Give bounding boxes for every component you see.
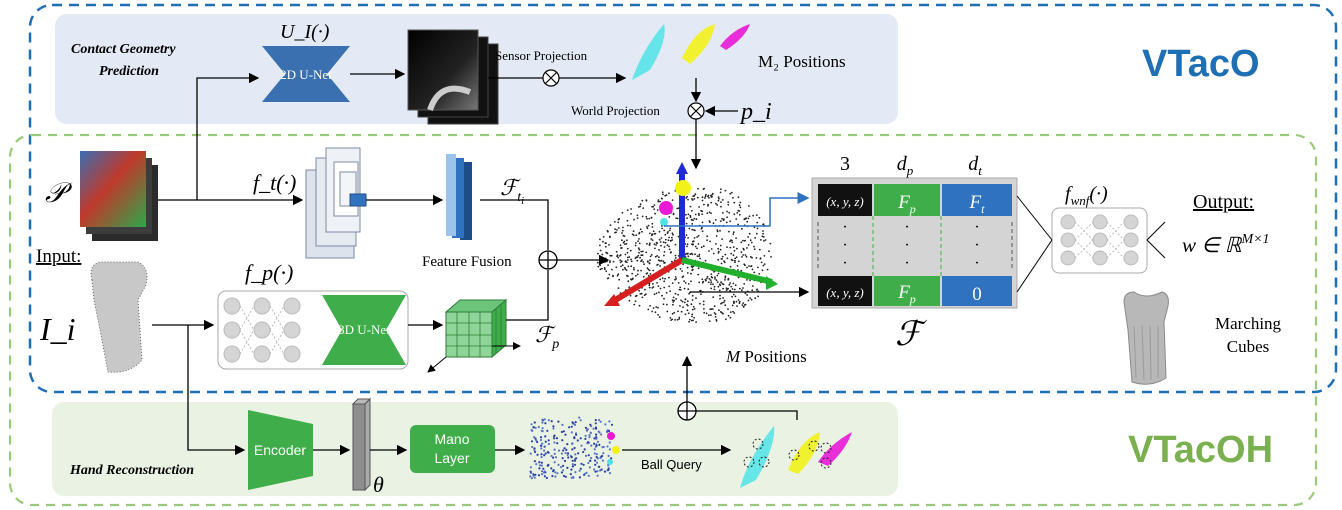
vtacoh-border <box>8 133 1318 507</box>
hand-encoder-block: Encoder <box>248 410 313 490</box>
row2-dot-a2: · <box>842 237 847 254</box>
hand-fusion-op <box>677 401 697 421</box>
unet2d-label: 2D U-Net <box>280 67 332 82</box>
mano-layer-block: Mano Layer <box>410 425 495 473</box>
col-header-dt: dt <box>968 153 982 178</box>
fp-fn-label: f_p(·) <box>245 260 293 285</box>
ft-feature-block <box>446 154 472 240</box>
partial-point-cloud-input <box>90 261 148 373</box>
row3-ft: 0 <box>972 284 982 305</box>
row2-dot-b1: · <box>904 219 909 236</box>
vtacoh-label: VTacOH <box>1128 429 1273 471</box>
fwnf-mlp-block <box>1051 207 1148 274</box>
col-header-dp: dp <box>897 153 914 178</box>
f-p-label: ℱp <box>535 322 559 352</box>
fusion-op <box>538 250 558 270</box>
row2-dot-c1: · <box>974 219 979 236</box>
output-label: Output: <box>1193 191 1254 213</box>
mano-line2: Layer <box>434 450 469 466</box>
tactile-image-stack <box>80 151 158 241</box>
fp-voxel-grid <box>444 298 508 359</box>
axis-arrow-z <box>427 356 447 373</box>
f-ti-label: ℱti <box>500 175 524 207</box>
sensor-projection-op <box>542 69 560 87</box>
row3-xyz: (x, y, z) <box>826 285 864 300</box>
m2-point-clouds <box>632 24 750 80</box>
row2-dot-b2: · <box>904 237 909 254</box>
ball-query-clouds <box>740 426 852 488</box>
contact-title-line1: Contact Geometry <box>71 42 176 57</box>
theta-label: θ <box>373 472 384 497</box>
theta-vector <box>351 397 372 492</box>
blue-connector <box>664 192 810 227</box>
ft-fn-label: f_t(·) <box>253 170 296 195</box>
sensor-projection-label: Sensor Projection <box>495 48 588 63</box>
row1-ft: Ft <box>969 192 986 216</box>
i-i-symbol: I_i <box>39 311 76 347</box>
p-symbol: 𝒫 <box>45 178 73 209</box>
fp-encoder-block: 3D U-Net <box>217 290 409 370</box>
unet2d-block: 2D U-Net <box>262 46 350 102</box>
feature-fusion-label: Feature Fusion <box>422 254 512 270</box>
col-header-3: 3 <box>840 153 850 175</box>
contact-title-line2: Prediction <box>99 64 159 79</box>
ball-query-label: Ball Query <box>641 457 702 472</box>
world-projection-label: World Projection <box>571 103 660 118</box>
ft-encoder-block <box>305 147 367 259</box>
p-i-label: p_i <box>739 99 772 125</box>
row2-dot-b3: · <box>904 255 909 272</box>
mano-line1: Mano <box>434 431 469 447</box>
world-projection-op <box>687 102 705 120</box>
row2-dot-a1: · <box>842 219 847 236</box>
coordinate-axes <box>604 162 778 306</box>
reconstructed-mesh <box>1123 291 1169 385</box>
row2-dot-a3: · <box>842 255 847 272</box>
fwnf-fn-label: fwnf(·) <box>1065 183 1108 208</box>
marching-cubes-line1: Marching <box>1215 314 1282 333</box>
table-to-mlp-fan <box>1016 195 1166 293</box>
vtaco-label: VTacO <box>1142 43 1260 85</box>
unet3d-label: 3D U-Net <box>338 322 390 337</box>
output-expr: w ∈ ℝM×1 <box>1182 232 1270 257</box>
connectors <box>152 68 810 456</box>
hand-point-cloud <box>529 416 614 480</box>
input-label: Input: <box>36 246 81 267</box>
row2-dot-c2: · <box>974 237 979 254</box>
hand-title: Hand Reconstruction <box>69 463 194 478</box>
row2-dot-c3: · <box>974 255 979 272</box>
row1-xyz: (x, y, z) <box>826 194 864 209</box>
vtaco-border <box>28 3 1338 394</box>
depth-image-stack <box>407 29 499 125</box>
marching-cubes-line2: Cubes <box>1227 337 1270 356</box>
m-positions-label: M Positions <box>725 347 807 366</box>
feature-symbol: ℱ <box>895 316 928 353</box>
m2-positions-label: M₂ Positions <box>758 52 846 71</box>
hand-fingertips <box>607 432 620 465</box>
unet-fn-label: U_I(·) <box>280 21 330 43</box>
feature-table <box>811 177 1018 309</box>
hand-encoder-label: Encoder <box>254 442 306 458</box>
